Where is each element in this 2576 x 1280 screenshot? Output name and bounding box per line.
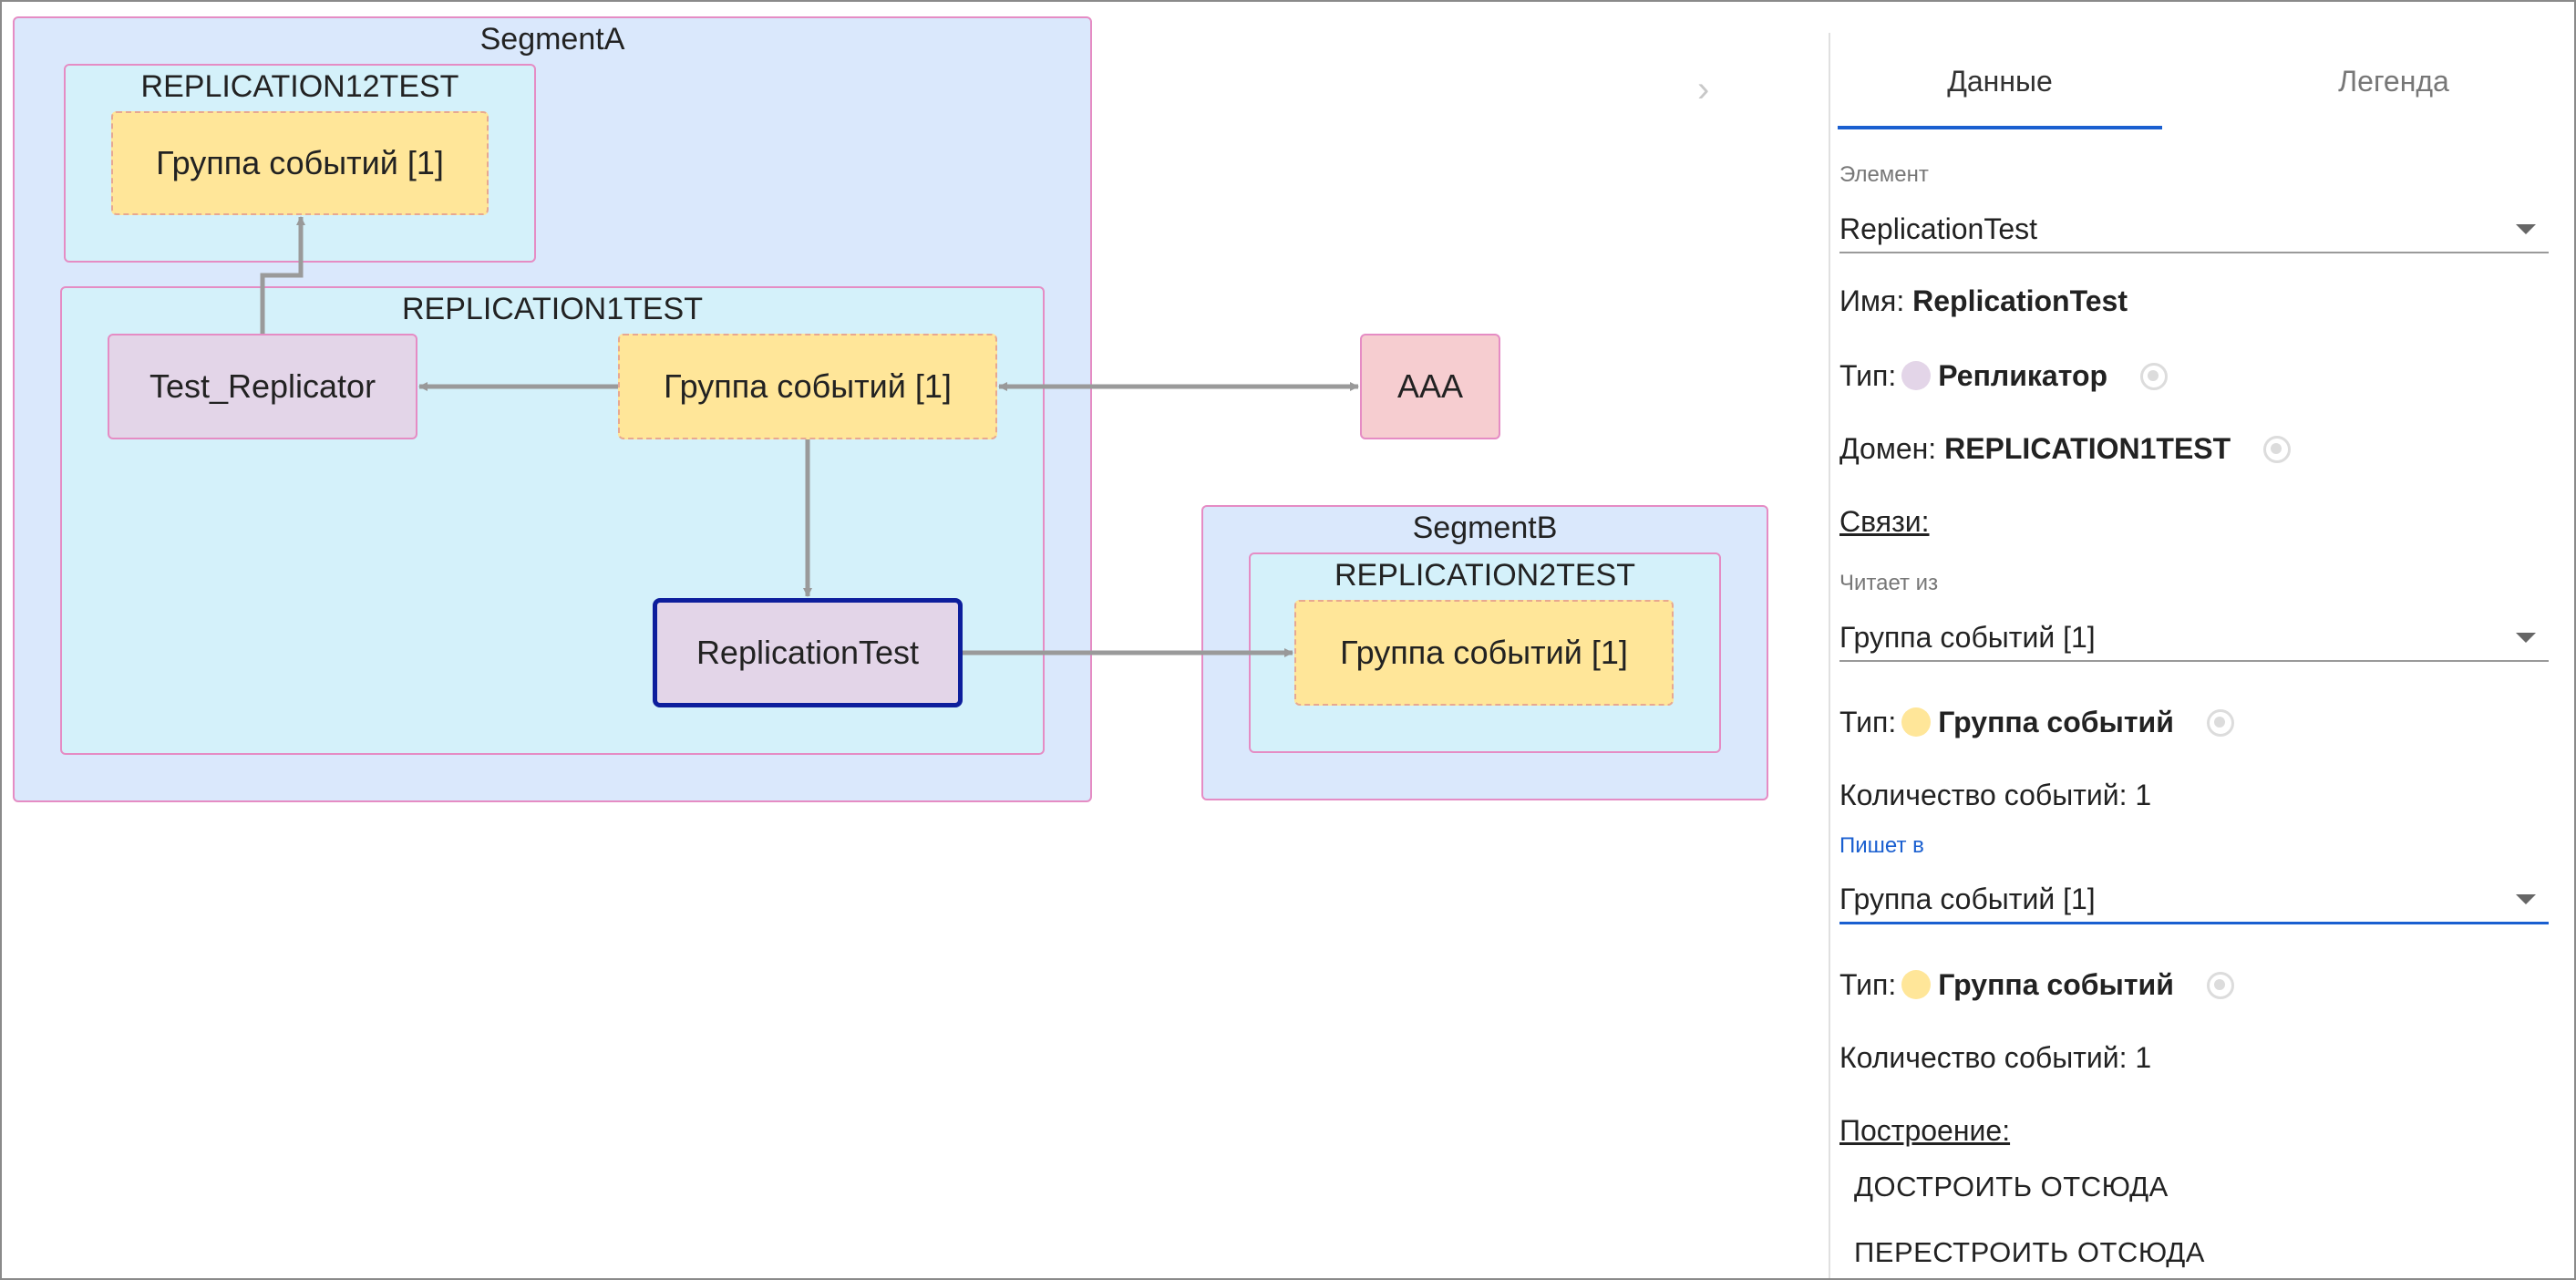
reads-from-type-value: Группа событий	[1938, 705, 2174, 738]
element-select-value: ReplicationTest	[1839, 212, 2037, 245]
tab-legend[interactable]: Легенда	[2338, 64, 2449, 98]
locate-type-icon[interactable]	[2135, 357, 2171, 394]
reads-from-label: Читает из	[1839, 571, 1939, 595]
details-panel: Данные Легенда Элемент ReplicationTest И…	[1829, 33, 2572, 1278]
writes-to-type-label: Тип:	[1839, 967, 1897, 1001]
test-replicator-node[interactable]: Test_Replicator	[108, 334, 417, 439]
domain-value: REPLICATION1TEST	[1944, 431, 2231, 465]
event-group-node-r1[interactable]: Группа событий [1]	[618, 334, 997, 439]
diagram-canvas[interactable]: SegmentA REPLICATION12TEST REPLICATION1T…	[0, 0, 1823, 1280]
writes-to-count: Количество событий: 1	[1839, 1041, 2152, 1074]
build-heading: Построение:	[1839, 1114, 2011, 1147]
domain-replication1test-title: REPLICATION1TEST	[402, 292, 703, 326]
element-select[interactable]: ReplicationTest	[1839, 206, 2549, 253]
tab-data[interactable]: Данные	[1947, 64, 2053, 98]
event-group-node-r2[interactable]: Группа событий [1]	[1294, 600, 1674, 706]
replicator-color-dot	[1901, 361, 1932, 390]
panel-tabs: Данные Легенда	[1838, 33, 2567, 129]
event-group-color-dot	[1901, 707, 1932, 737]
segment-b-title: SegmentB	[1412, 511, 1558, 545]
writes-to-type-value: Группа событий	[1938, 967, 2174, 1001]
locate-reads-from-icon[interactable]	[2201, 704, 2238, 740]
name-label: Имя:	[1839, 284, 1905, 317]
writes-to-select[interactable]: Группа событий [1]	[1839, 877, 2549, 924]
name-value: ReplicationTest	[1912, 284, 2128, 317]
name-row: Имя: ReplicationTest	[1839, 284, 2128, 318]
rebuild-from-here-button[interactable]: ПЕРЕСТРОИТЬ ОТСЮДА	[1854, 1236, 2205, 1268]
chevron-right-icon[interactable]: ›	[1697, 69, 1710, 109]
build-from-here-button[interactable]: ДОСТРОИТЬ ОТСЮДА	[1854, 1171, 2169, 1203]
domain-replication2test-title: REPLICATION2TEST	[1334, 558, 1635, 593]
type-row: Тип: Репликатор	[1839, 357, 2171, 394]
type-label: Тип:	[1839, 358, 1897, 392]
dropdown-arrow-icon	[2516, 223, 2536, 234]
aaa-node[interactable]: AAA	[1360, 334, 1500, 439]
writes-to-value: Группа событий [1]	[1839, 883, 2096, 915]
event-group-node-r12[interactable]: Группа событий [1]	[111, 111, 489, 215]
domain-row: Домен: REPLICATION1TEST	[1839, 430, 2294, 467]
reads-from-type-label: Тип:	[1839, 705, 1897, 738]
reads-from-count: Количество событий: 1	[1839, 779, 2152, 811]
element-field-label: Элемент	[1839, 162, 1929, 187]
reads-from-select[interactable]: Группа событий [1]	[1839, 614, 2549, 662]
segment-a-title: SegmentA	[479, 22, 625, 57]
event-group-color-dot	[1901, 970, 1932, 999]
writes-to-type-row: Тип: Группа событий	[1839, 966, 2238, 1003]
active-tab-indicator	[1838, 126, 2162, 129]
links-heading: Связи:	[1839, 505, 1930, 538]
reads-from-value: Группа событий [1]	[1839, 620, 2096, 654]
dropdown-arrow-icon	[2516, 632, 2536, 643]
type-value: Репликатор	[1938, 358, 2108, 392]
domain-replication12test-title: REPLICATION12TEST	[140, 69, 459, 104]
domain-label: Домен:	[1839, 431, 1937, 465]
locate-writes-to-icon[interactable]	[2201, 966, 2238, 1003]
replication-test-node[interactable]: ReplicationTest	[653, 598, 963, 707]
locate-domain-icon[interactable]	[2258, 430, 2294, 467]
reads-from-type-row: Тип: Группа событий	[1839, 704, 2238, 740]
writes-to-label: Пишет в	[1839, 833, 1924, 858]
dropdown-arrow-icon	[2516, 894, 2536, 904]
